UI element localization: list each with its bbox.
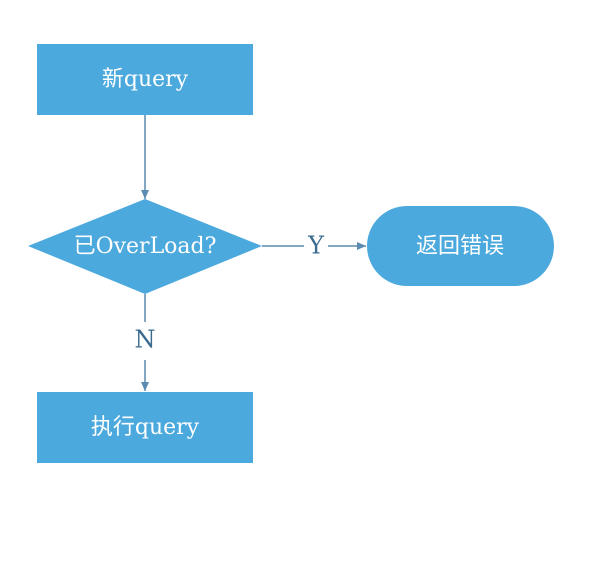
- node-return-error-label: 返回错误: [416, 234, 504, 259]
- node-overload-check: 已OverLoad?: [28, 199, 262, 294]
- node-return-error: 返回错误: [367, 206, 554, 286]
- node-execute-query: 执行query: [37, 392, 253, 463]
- edge-label-yes: Y: [307, 232, 325, 260]
- edge-label-no: N: [135, 326, 156, 354]
- node-new-query-label: 新query: [102, 67, 189, 92]
- node-new-query: 新query: [37, 44, 253, 115]
- node-overload-check-label: 已OverLoad?: [74, 234, 217, 259]
- node-execute-query-label: 执行query: [91, 415, 200, 440]
